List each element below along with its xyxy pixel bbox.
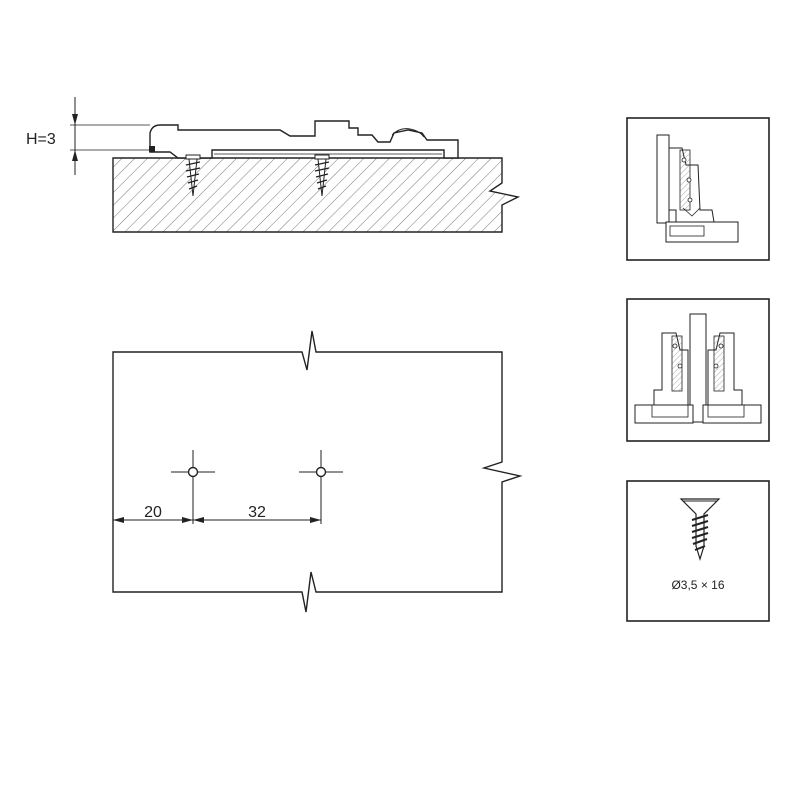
dim-edge-to-hole: 20	[144, 504, 162, 521]
side-view: H=3	[26, 97, 521, 233]
screw-right	[314, 154, 330, 197]
board-section	[112, 157, 521, 233]
height-dimension: H=3	[26, 97, 150, 175]
dim-hole-spacing: 32	[248, 504, 266, 521]
hole-left	[171, 450, 215, 524]
hole-dimensions: 20 32	[113, 504, 321, 523]
plan-view: 20 32	[112, 330, 523, 613]
screw-spec-label: Ø3,5 × 16	[671, 578, 724, 592]
double-hinge-icon	[634, 313, 762, 424]
panel-single-hinge	[626, 117, 770, 261]
single-hinge-icon	[656, 134, 739, 243]
panel-screw: Ø3,5 × 16	[626, 480, 770, 622]
hole-right	[299, 450, 343, 524]
screw-icon	[679, 498, 721, 562]
mounting-plate-profile	[149, 120, 459, 159]
screw-left	[185, 154, 201, 197]
panel-double-hinge	[626, 298, 770, 442]
height-label: H=3	[26, 131, 56, 148]
